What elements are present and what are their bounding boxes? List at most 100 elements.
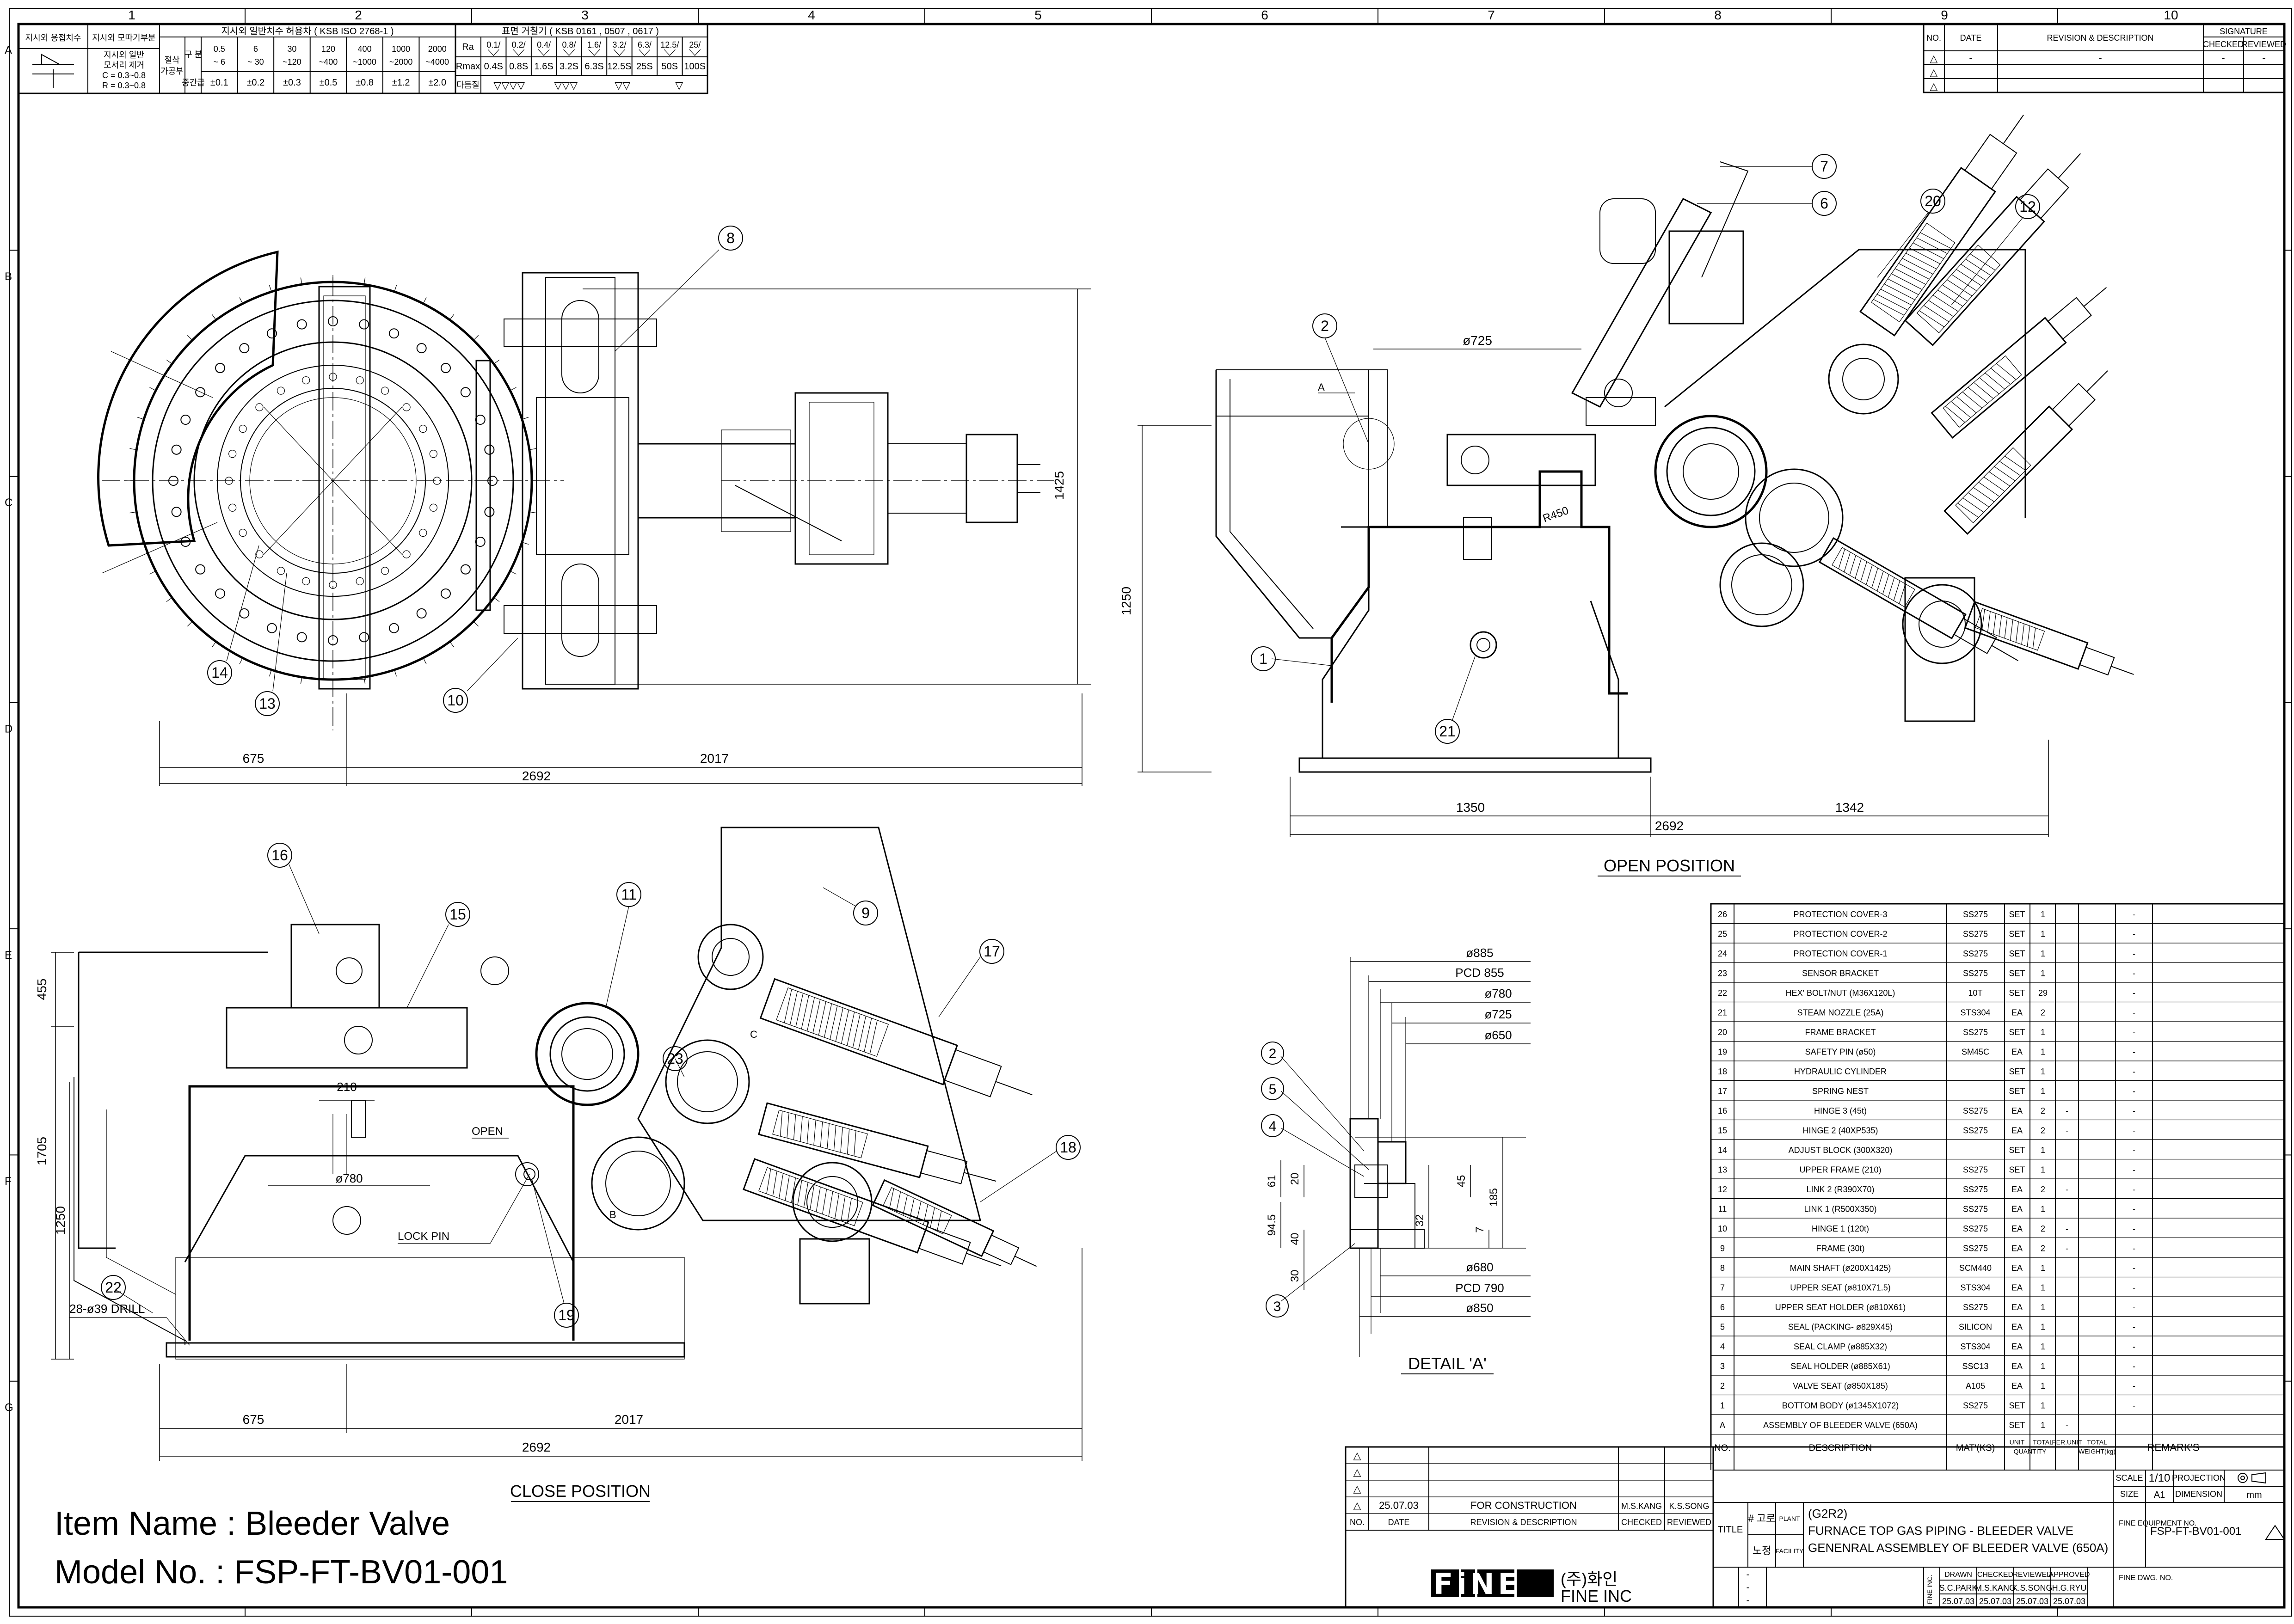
tol-0: ±0.1: [210, 78, 228, 88]
range-5: 1000: [392, 44, 410, 54]
parts-cell: A: [1720, 1421, 1725, 1430]
sign-date: 25.07.03: [2016, 1597, 2048, 1606]
da-dim-45: 45: [1455, 1175, 1468, 1188]
inner-bolt-hole: [277, 386, 285, 395]
sign-name: H.G.RYU: [2052, 1583, 2087, 1593]
rev-top-row1-desc: -: [2098, 52, 2102, 63]
tv-dim-1425: 1425: [1052, 471, 1066, 500]
parts-cell: 1: [2041, 1028, 2045, 1037]
parts-cell: STEAM NOZZLE (25A): [1797, 1008, 1883, 1017]
parts-cell: -: [2133, 1126, 2135, 1135]
inner-bolt-hole: [381, 386, 389, 395]
parts-cell: SET: [2009, 1146, 2025, 1155]
balloon-da-2-label: 2: [1269, 1046, 1277, 1061]
parts-cell: SEAL (PACKING- ø829X45): [1788, 1322, 1893, 1331]
tol-1: ±0.2: [246, 78, 264, 88]
range-1: 6: [253, 44, 258, 54]
balloon-ov-20-label: 20: [1925, 193, 1941, 209]
bolt-hole: [215, 588, 226, 599]
tolerance-table: 지시외 용접치수 지시외 모따기부분 지시외 일반 모서리 제거 C = 0.3…: [18, 23, 708, 94]
title-line3: GENENRAL ASSEMBLEY OF BLEEDER VALVE (650…: [1808, 1541, 2108, 1555]
sign-date: 25.07.03: [1979, 1597, 2011, 1606]
bolt-hole: [389, 328, 400, 339]
bolt-hole: [195, 564, 206, 575]
parts-cell: HINGE 1 (120t): [1812, 1224, 1869, 1233]
parts-cell: EA: [2011, 1283, 2023, 1292]
size-value: A1: [2154, 1490, 2165, 1500]
parts-header-weight-total: TOTAL: [2087, 1439, 2107, 1446]
rev-top-row2-no: △: [1930, 67, 1938, 78]
da-dim-885: ø885: [1466, 946, 1493, 960]
parts-cell: SET: [2009, 929, 2025, 938]
range-4-b: ~1000: [353, 57, 376, 67]
chamfer-header: 지시외 모따기부분: [92, 33, 155, 43]
da-dim-650: ø650: [1484, 1028, 1512, 1042]
sign-name: K.S.SONG: [2012, 1583, 2052, 1593]
parts-cell: HYDRAULIC CYLINDER: [1794, 1067, 1887, 1076]
tv-dim-2692: 2692: [522, 769, 551, 783]
ra-5: 3.2/: [612, 40, 626, 49]
model-no: Model No. : FSP-FT-BV01-001: [55, 1554, 508, 1591]
parts-cell: EA: [2011, 1106, 2023, 1115]
parts-cell: -: [2133, 1224, 2135, 1233]
tb-rev-checked: M.S.KANG: [1621, 1501, 1662, 1511]
parts-cell: 1: [2041, 968, 2045, 978]
parts-cell: 11: [1718, 1204, 1727, 1213]
bolt-hole: [195, 387, 206, 398]
balloon-cv-18: [1056, 1135, 1081, 1160]
ra-label: Ra: [462, 42, 474, 52]
chamfer-line3: C = 0.3~0.8: [102, 71, 146, 80]
parts-cell: 4: [1720, 1342, 1725, 1351]
parts-cell: 29: [2038, 988, 2048, 998]
bolt-hole: [484, 444, 495, 455]
da-dim-61: 61: [1266, 1175, 1278, 1188]
parts-cell: -: [2133, 1008, 2135, 1017]
parts-cell: 21: [1718, 1008, 1727, 1017]
parts-cell: -: [2066, 1421, 2068, 1430]
spring-cylinder: [1904, 153, 2081, 346]
revision-triangle-icon: [2265, 1525, 2285, 1540]
ra-1: 0.2/: [512, 40, 526, 49]
ra-symbol-icon: [639, 49, 651, 56]
rev-top-reviewed-header: REVIEWED: [2242, 40, 2286, 49]
da-dim-30: 30: [1289, 1270, 1301, 1282]
bolt-hole: [171, 507, 182, 517]
bolt-hole: [180, 414, 191, 425]
balloon-cv-18-label: 18: [1060, 1139, 1076, 1156]
parts-cell: 2: [2041, 1185, 2045, 1194]
inner-bolt-hole: [402, 550, 411, 558]
parts-header-unit: UNIT: [2010, 1439, 2025, 1446]
parts-cell: -: [2133, 1185, 2135, 1194]
parts-cell: A105: [1966, 1381, 1985, 1391]
parts-cell: PROTECTION COVER-3: [1793, 910, 1887, 919]
zone-row-G: G: [5, 1401, 13, 1414]
balloon-ov-12-label: 12: [2019, 198, 2036, 215]
roughness-header: 표면 거칠기 ( KSB 0161 , 0507 , 0617 ): [502, 26, 659, 37]
inner-bolt-hole: [228, 450, 237, 458]
parts-cell: EA: [2011, 1342, 2023, 1351]
bolt-hole: [215, 363, 226, 374]
parts-header-mat: MAT'(KS): [1956, 1443, 1995, 1453]
tv-dim-675: 675: [243, 751, 264, 766]
balloon-ov-2: [1312, 313, 1337, 338]
parts-cell: SENSOR BRACKET: [1802, 968, 1879, 978]
tv-dim-2017: 2017: [700, 751, 729, 766]
ra-symbol-icon: [664, 49, 676, 56]
parts-header-perunit: PER.UNIT: [2052, 1439, 2082, 1446]
bolt-hole: [296, 632, 307, 643]
parts-cell: 1: [2041, 1381, 2045, 1391]
bolt-hole: [416, 608, 427, 619]
parts-header-desc: DESCRIPTION: [1809, 1443, 1872, 1453]
section-c-marker: C: [750, 1029, 757, 1040]
chamfer-line4: R = 0.3~0.8: [102, 81, 146, 90]
parts-cell: EA: [2011, 1008, 2023, 1017]
parts-cell: EA: [2011, 1263, 2023, 1273]
inner-bolt-hole: [429, 503, 437, 512]
zone-col-2: 2: [355, 8, 362, 22]
zone-row-E: E: [5, 949, 12, 962]
rev-top-desc-header: REVISION & DESCRIPTION: [2047, 33, 2153, 43]
zone-col-5: 5: [1034, 8, 1042, 22]
range-0: 0.5: [214, 44, 225, 54]
tb-rev-no: △: [1353, 1466, 1361, 1478]
parts-cell: 1: [2041, 1421, 2045, 1430]
